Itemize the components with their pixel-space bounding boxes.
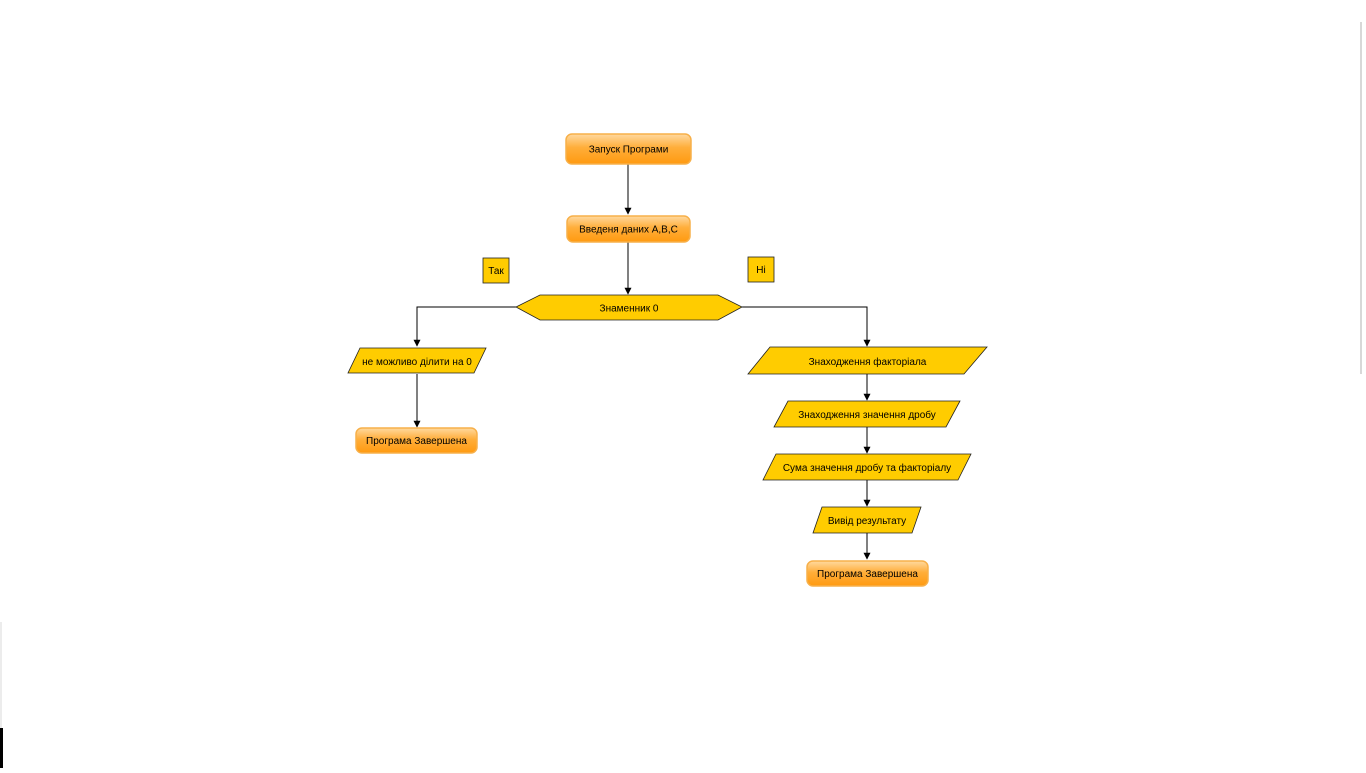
label-no: Ні [747,256,775,283]
node-no-step1[interactable]: Знаходження факторіала [747,346,988,375]
right-edge-line [1360,22,1362,374]
node-no-step3-label: Сума значення дробу та факторіалу [783,462,951,474]
node-start[interactable]: Запуск Програми [565,133,692,165]
connector-condition-to-yes [413,306,516,347]
node-no-step1-label: Знаходження факторіала [809,356,927,368]
node-start-label: Запуск Програми [589,145,669,156]
node-yes-end[interactable]: Програма Завершена [355,427,478,454]
node-no-output[interactable]: Вивід результату [812,506,922,534]
node-no-end-label: Програма Завершена [817,569,918,580]
node-yes-message-label: не можливо ділити на 0 [362,357,472,368]
node-condition[interactable]: Знаменник 0 [515,294,743,321]
label-yes-text: Так [488,266,504,277]
label-no-text: Ні [756,265,765,276]
connectors [413,164,871,560]
node-input-label: Введеня даних А,В,С [579,225,678,236]
node-no-step2[interactable]: Знаходження значення дробу [773,400,961,428]
node-no-step3[interactable]: Сума значення дробу та факторіалу [762,453,972,481]
node-condition-label: Знаменник 0 [600,304,659,315]
node-yes-end-label: Програма Завершена [366,436,467,447]
left-dark-edge [0,728,3,768]
label-yes: Так [482,257,510,284]
left-edge-line [0,622,2,728]
node-no-output-label: Вивід результату [828,516,906,527]
node-yes-message[interactable]: не можливо ділити на 0 [347,347,487,374]
node-input[interactable]: Введеня даних А,В,С [566,215,691,243]
node-no-step2-label: Знаходження значення дробу [798,409,936,421]
node-no-end[interactable]: Програма Завершена [806,560,929,587]
connector-condition-to-no [741,306,871,347]
